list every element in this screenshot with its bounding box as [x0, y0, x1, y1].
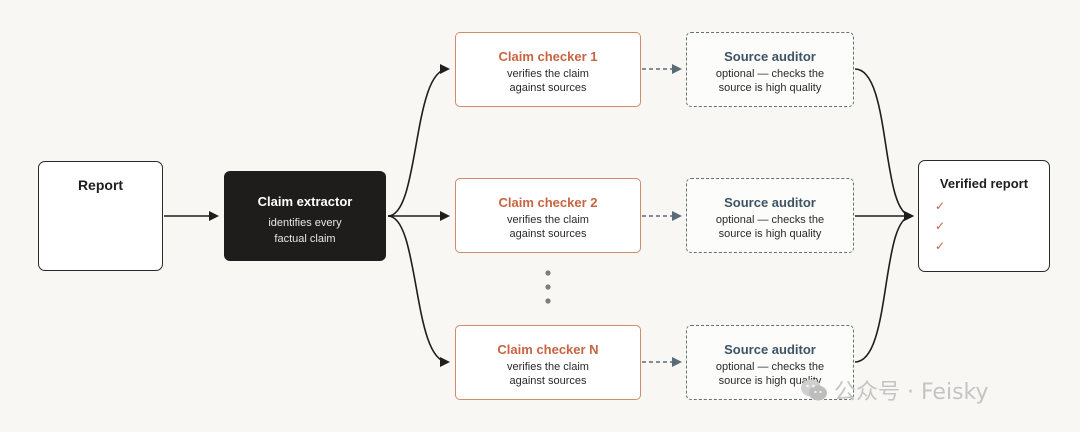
report-title: Report: [77, 177, 124, 193]
claim-checker-n-node: Claim checker N verifies the claim again…: [455, 325, 641, 400]
checkmark-icon: ✓: [935, 219, 946, 233]
watermark-text: 公众号 · Feisky: [834, 380, 989, 405]
ellipsis-dot: [545, 284, 551, 290]
source-auditor-description-line: optional — checks the: [715, 214, 825, 226]
arrow-auditor-1-to-verified: [854, 68, 914, 221]
claim-checker-description-line: against sources: [509, 228, 587, 240]
verified-report-node: Verified report ✓ ✓ ✓: [918, 160, 1050, 272]
watermark: 公众号 · Feisky: [800, 374, 989, 406]
checkmark-icon: ✓: [935, 199, 946, 213]
source-auditor-title: Source auditor: [724, 342, 816, 357]
claim-checker-description-line: verifies the claim: [507, 361, 589, 373]
claim-extractor-description-line: identifies every: [268, 217, 342, 229]
checkmark-icon: ✓: [935, 239, 946, 253]
wechat-icon: [800, 377, 828, 403]
source-auditor-description-line: source is high quality: [718, 82, 822, 94]
claim-checker-description-line: verifies the claim: [507, 214, 589, 226]
claim-checker-description-line: verifies the claim: [507, 68, 589, 80]
source-auditor-1-node: Source auditor optional — checks the sou…: [686, 32, 854, 107]
ellipsis-dot: [545, 298, 551, 304]
claim-checker-description: verifies the claim against sources: [456, 213, 640, 241]
claim-extractor-node: Claim extractor identifies every factual…: [224, 171, 386, 261]
verified-report-title: Verified report: [939, 176, 1029, 191]
claim-checker-1-node: Claim checker 1 verifies the claim again…: [455, 32, 641, 107]
source-auditor-n-node: Source auditor optional — checks the sou…: [686, 325, 854, 400]
arrow-extractor-to-checker-n: [387, 215, 450, 367]
claim-checker-title: Claim checker 1: [498, 49, 598, 64]
claim-checker-2-node: Claim checker 2 verifies the claim again…: [455, 178, 641, 253]
arrow-auditor-n-to-verified: [854, 211, 914, 363]
report-node: Report: [38, 161, 163, 271]
source-auditor-description: optional — checks the source is high qua…: [687, 213, 853, 241]
claim-checker-description: verifies the claim against sources: [456, 360, 640, 388]
source-auditor-description-line: optional — checks the: [715, 68, 825, 80]
claim-extractor-description-line: factual claim: [274, 233, 336, 245]
source-auditor-description-line: source is high quality: [718, 228, 822, 240]
source-auditor-description-line: source is high quality: [718, 375, 822, 387]
source-auditor-title: Source auditor: [724, 49, 816, 64]
source-auditor-title: Source auditor: [724, 195, 816, 210]
source-auditor-description: optional — checks the source is high qua…: [687, 67, 853, 95]
ellipsis-dot: [545, 270, 551, 276]
claim-checker-description-line: against sources: [509, 82, 587, 94]
source-auditor-description: optional — checks the source is high qua…: [687, 360, 853, 388]
source-auditor-2-node: Source auditor optional — checks the sou…: [686, 178, 854, 253]
claim-checker-description: verifies the claim against sources: [456, 67, 640, 95]
claim-checker-description-line: against sources: [509, 375, 587, 387]
arrow-extractor-to-checker-1: [387, 64, 450, 217]
claim-checker-title: Claim checker 2: [498, 195, 598, 210]
claim-checker-title: Claim checker N: [497, 342, 599, 357]
source-auditor-description-line: optional — checks the: [715, 361, 825, 373]
claim-extractor-title: Claim extractor: [257, 194, 353, 209]
claim-extractor-description: identifies every factual claim: [224, 215, 386, 247]
